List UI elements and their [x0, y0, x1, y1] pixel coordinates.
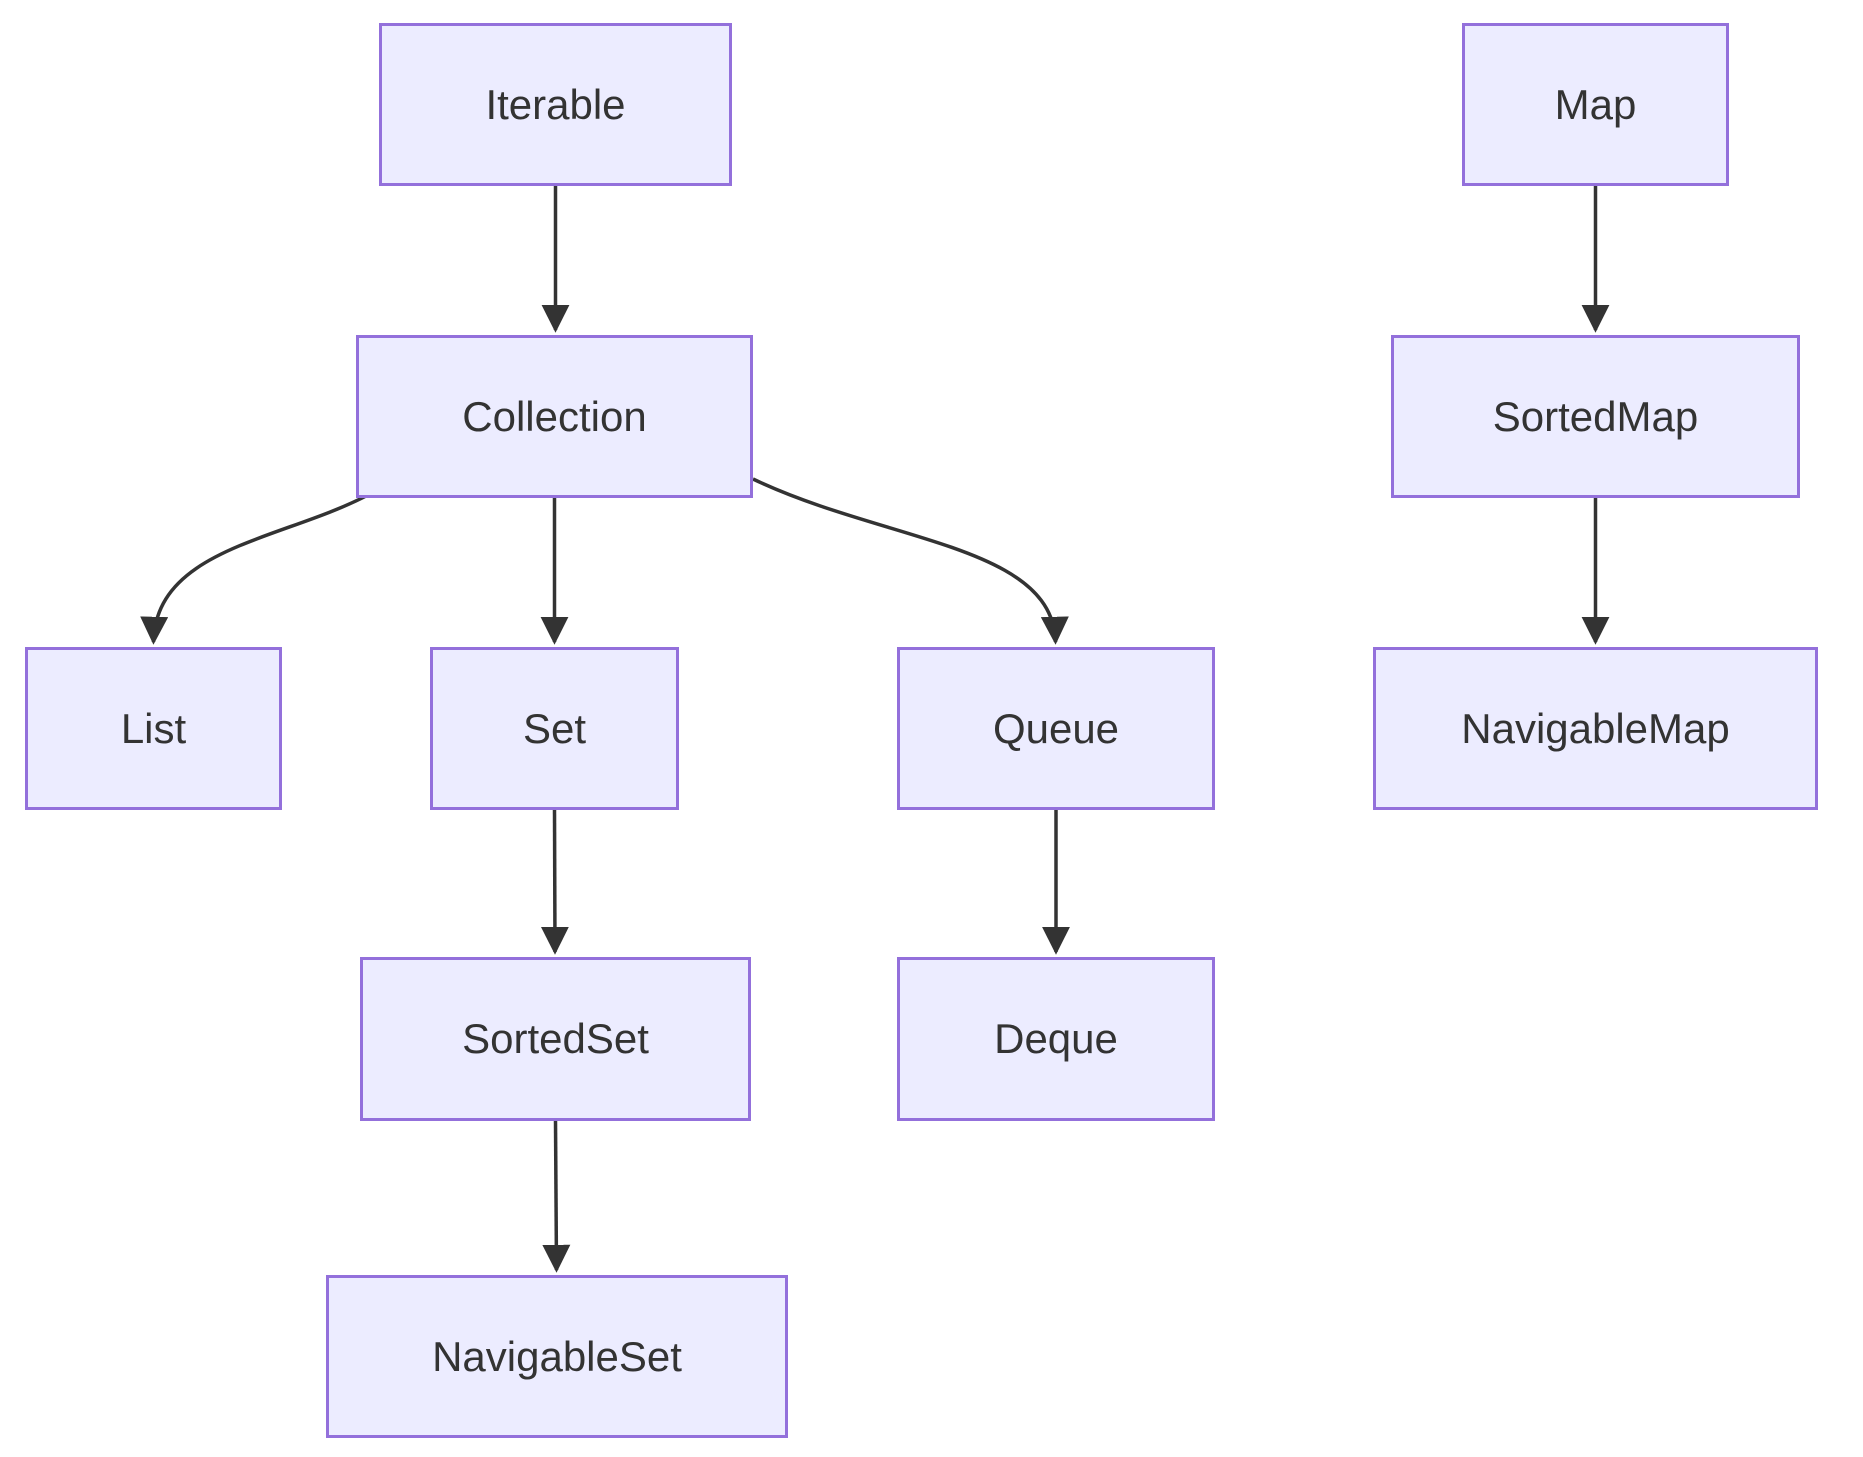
- node-iterable: Iterable: [379, 23, 732, 186]
- node-sortedmap: SortedMap: [1391, 335, 1800, 498]
- edge-set-sortedset: [540, 809, 569, 955]
- node-queue: Queue: [897, 647, 1215, 810]
- node-collection: Collection: [356, 335, 753, 498]
- node-list: List: [25, 647, 282, 810]
- node-navigableset: NavigableSet: [326, 1275, 788, 1438]
- node-navigablemap: NavigableMap: [1373, 647, 1818, 810]
- edge-collection-list: [140, 493, 369, 645]
- node-deque: Deque: [897, 957, 1215, 1121]
- node-map: Map: [1462, 23, 1729, 186]
- edge-sortedset-navigableset: [542, 1120, 571, 1273]
- node-set: Set: [430, 647, 679, 810]
- edge-collection-queue: [752, 477, 1069, 645]
- node-sortedset: SortedSet: [360, 957, 751, 1121]
